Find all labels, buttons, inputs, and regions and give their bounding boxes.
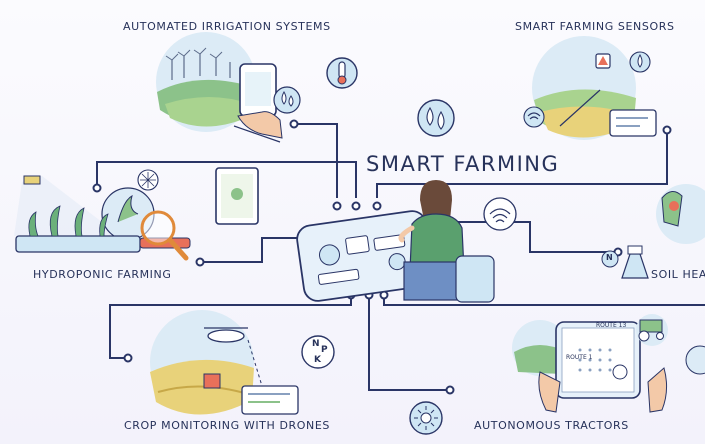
npk-n: N — [312, 339, 321, 349]
n-badge — [601, 250, 619, 268]
fan-icon — [137, 169, 159, 191]
route-13-label: ROUTE 13 — [596, 322, 627, 329]
npk-icon — [301, 335, 335, 369]
sensors-vignette — [532, 36, 657, 140]
label-drones: CROP MONITORING WITH DRONES — [124, 419, 330, 432]
connector-nodes — [92, 119, 672, 395]
wifi-icon — [483, 197, 517, 231]
npk-p: P — [321, 345, 329, 355]
label-sensors: SMART FARMING SENSORS — [515, 20, 675, 33]
npk-k: K — [314, 355, 322, 365]
route-1-label: ROUTE 1 — [566, 354, 593, 361]
droplets-icon — [417, 99, 455, 137]
hydroponic-vignette — [14, 175, 191, 261]
label-hydroponic: HYDROPONIC FARMING — [33, 268, 172, 281]
water-drops-icon — [273, 86, 301, 114]
page-title: SMART FARMING — [366, 152, 560, 176]
moisture-icon — [629, 51, 651, 73]
label-soil: SOIL HEAL — [651, 268, 705, 281]
wifi-icon-small — [523, 106, 545, 128]
thermometer-icon — [326, 57, 358, 89]
label-irrigation: AUTOMATED IRRIGATION SYSTEMS — [123, 20, 331, 33]
drone-vignette — [150, 310, 299, 415]
sun-icon — [409, 401, 443, 435]
tractor-vignette — [512, 314, 705, 413]
central-console — [296, 180, 495, 303]
irrigation-vignette — [156, 32, 283, 143]
soil-vignette — [621, 184, 705, 279]
tablet-device — [215, 167, 259, 225]
label-tractors: AUTONOMOUS TRACTORS — [474, 419, 629, 432]
soil-n-badge: N — [606, 253, 614, 262]
